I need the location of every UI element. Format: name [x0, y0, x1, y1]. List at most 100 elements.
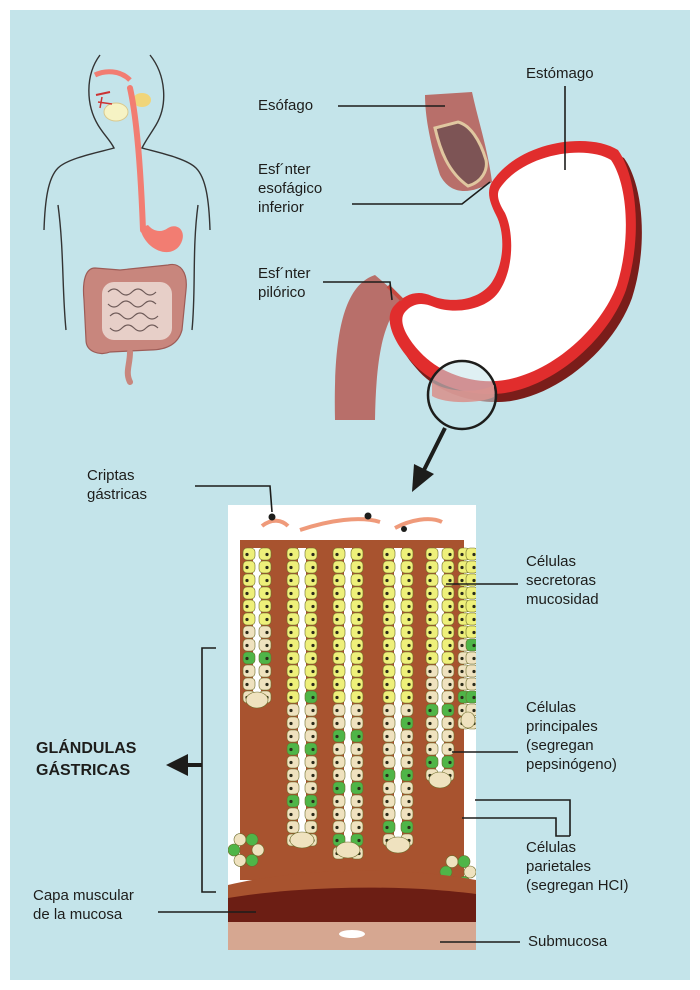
label-glandulas-gastricas: GLÁNDULAS GÁSTRICAS — [36, 740, 137, 779]
cell-nucleus — [335, 799, 339, 804]
cell-nucleus — [357, 552, 361, 557]
mucous-cell — [304, 638, 318, 652]
label-celulas-secretoras: Células secretoras mucosidad — [526, 553, 599, 608]
mucous-cell — [350, 560, 364, 574]
mucous-cell — [304, 547, 318, 561]
cell-nucleus — [385, 786, 389, 791]
parietal-cell — [400, 820, 414, 834]
chief-cell — [465, 651, 476, 665]
parietal-cell — [242, 651, 256, 665]
chief-cell — [425, 742, 439, 756]
mucous-cell — [332, 690, 346, 704]
mucous-cell — [382, 547, 396, 561]
parietal-cell — [465, 690, 476, 704]
cell-nucleus — [311, 825, 315, 830]
cell-nucleus — [428, 630, 432, 635]
parietal-cell — [425, 755, 439, 769]
cell-nucleus — [289, 786, 293, 791]
cell-nucleus — [357, 773, 361, 778]
parietal-cell — [465, 638, 476, 652]
cell-nucleus — [311, 786, 315, 791]
mucous-cell — [332, 664, 346, 678]
chief-cell — [382, 755, 396, 769]
cell-nucleus — [265, 630, 269, 635]
cell-nucleus — [385, 591, 389, 596]
mucous-cell — [465, 625, 476, 639]
cell-nucleus — [265, 643, 269, 648]
parietal-cell — [441, 755, 455, 769]
mucous-cell — [332, 677, 346, 691]
chief-cell — [304, 820, 318, 834]
chief-cell — [304, 755, 318, 769]
chief-cell — [425, 690, 439, 704]
parietal-cell — [286, 794, 300, 808]
cell-nucleus — [428, 682, 432, 687]
cell-nucleus — [335, 669, 339, 674]
chief-cell — [382, 703, 396, 717]
cell-nucleus — [357, 643, 361, 648]
cell-nucleus — [265, 617, 269, 622]
cell-nucleus — [407, 734, 411, 739]
cell-nucleus — [385, 617, 389, 622]
chief-cell — [286, 703, 300, 717]
mucous-cell — [304, 560, 318, 574]
cell-nucleus — [357, 656, 361, 661]
chief-cell — [304, 729, 318, 743]
cell-nucleus — [407, 552, 411, 557]
cell-nucleus — [289, 617, 293, 622]
mucous-cell — [304, 664, 318, 678]
cell-nucleus — [357, 825, 361, 830]
cell-nucleus — [335, 734, 339, 739]
mucous-cell — [425, 599, 439, 613]
cell-nucleus — [245, 578, 249, 583]
mucous-cell — [425, 573, 439, 587]
mucous-cell — [242, 560, 256, 574]
cell-nucleus — [357, 708, 361, 713]
cell-nucleus — [448, 682, 452, 687]
cell-nucleus — [289, 773, 293, 778]
cell-nucleus — [289, 799, 293, 804]
cell-nucleus — [460, 591, 464, 596]
cell-nucleus — [428, 760, 432, 765]
cell-nucleus — [407, 578, 411, 583]
chief-cell — [441, 664, 455, 678]
chief-cell — [382, 716, 396, 730]
parietal-cell — [425, 703, 439, 717]
cell-nucleus — [448, 695, 452, 700]
mucous-cell — [400, 677, 414, 691]
chief-cell — [286, 807, 300, 821]
cell-nucleus — [448, 630, 452, 635]
parietal-cell — [350, 729, 364, 743]
cell-nucleus — [472, 578, 476, 583]
mucous-cell — [425, 560, 439, 574]
cell-nucleus — [289, 578, 293, 583]
cell-nucleus — [289, 825, 293, 830]
chief-cell — [400, 742, 414, 756]
chief-cell — [425, 677, 439, 691]
arrow-left-icon — [166, 754, 202, 776]
mucous-cell — [286, 573, 300, 587]
cell-nucleus — [357, 786, 361, 791]
chief-cell — [382, 729, 396, 743]
chief-cell — [400, 807, 414, 821]
cell-nucleus — [357, 838, 361, 843]
cell-nucleus — [448, 708, 452, 713]
chief-cell — [441, 742, 455, 756]
mucous-cell — [400, 573, 414, 587]
parietal-cell — [304, 794, 318, 808]
cell-nucleus — [428, 669, 432, 674]
cell-nucleus — [448, 669, 452, 674]
cell-nucleus — [357, 695, 361, 700]
mucous-cell — [304, 651, 318, 665]
chief-cell — [425, 716, 439, 730]
cell-nucleus — [448, 747, 452, 752]
cell-nucleus — [385, 695, 389, 700]
chief-cell — [332, 807, 346, 821]
cell-nucleus — [428, 721, 432, 726]
cell-nucleus — [245, 669, 249, 674]
cell-nucleus — [407, 617, 411, 622]
cell-nucleus — [428, 591, 432, 596]
cell-nucleus — [385, 773, 389, 778]
cell-nucleus — [460, 656, 464, 661]
cell-nucleus — [357, 604, 361, 609]
